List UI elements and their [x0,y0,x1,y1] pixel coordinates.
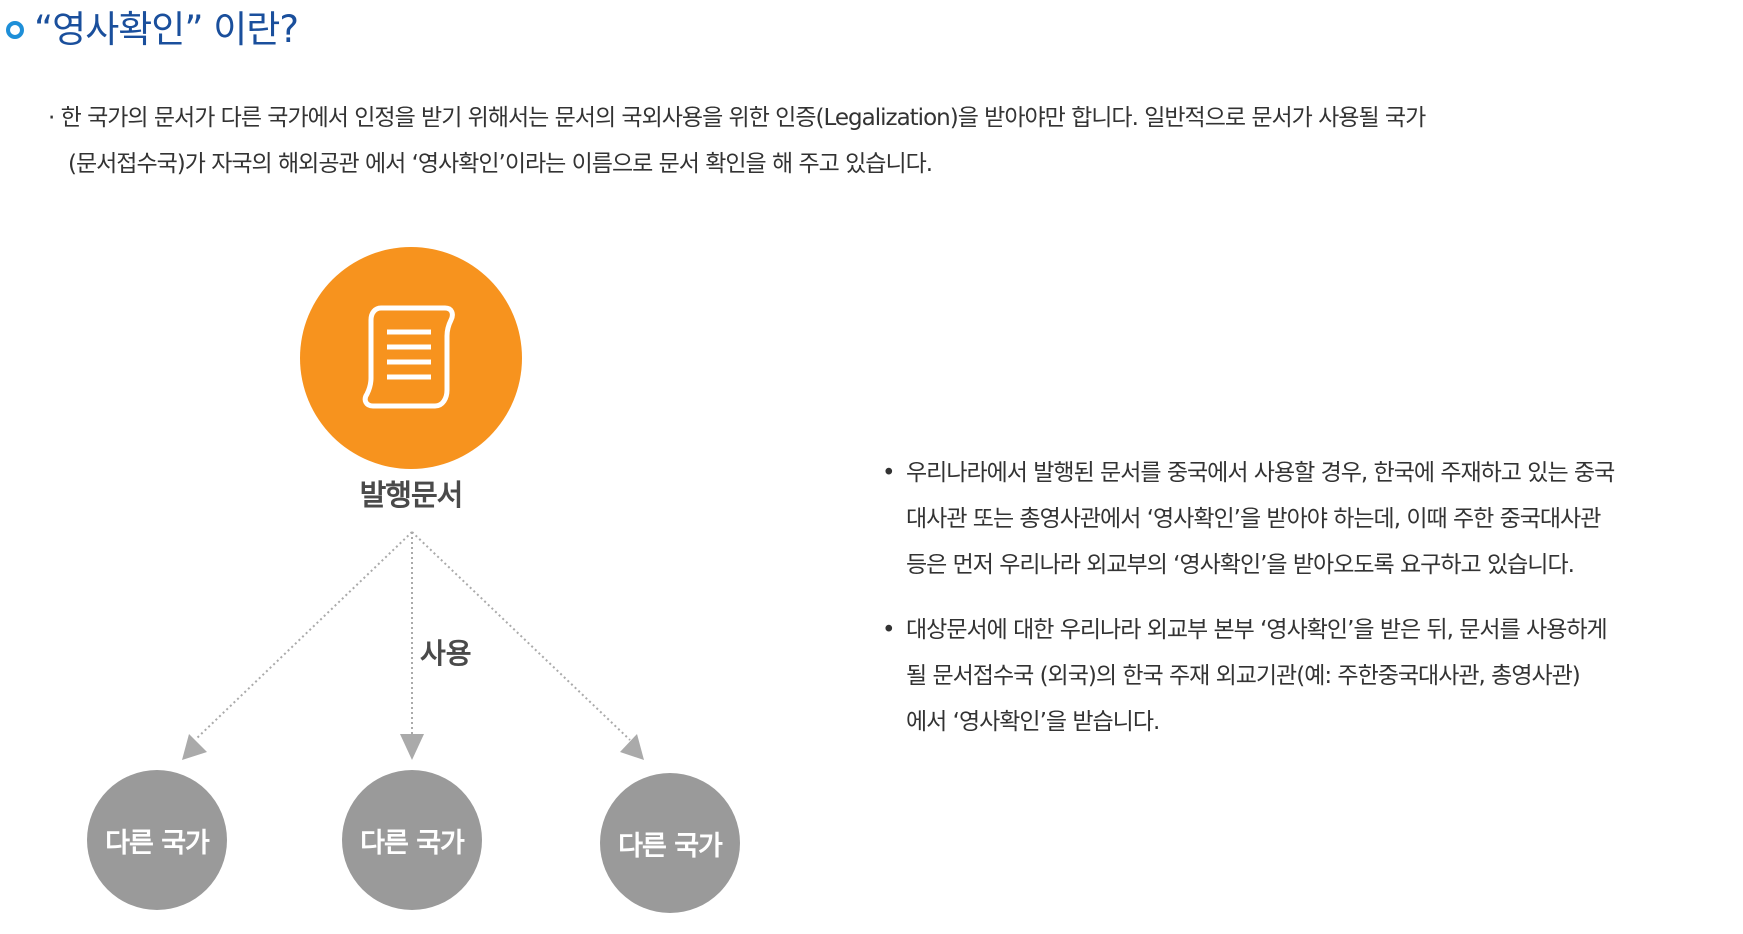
use-label: 사용 [420,637,472,670]
section-title: “영사확인” 이란? [34,8,299,51]
arrowhead-right-icon [620,734,644,760]
circle-bullet-icon [6,21,24,39]
arrowhead-left-icon [182,734,207,760]
arrow-right [411,531,631,741]
list-item-line: 대사관 또는 총영사관에서 ‘영사확인’을 받아야 하는데, 이때 주한 중국대… [906,506,1601,532]
list-item-line: 될 문서접수국 (외국)의 한국 주재 외교기관(예: 주한중국대사관, 총영사… [906,663,1581,689]
intro-line-2: (문서접수국)가 자국의 해외공관 에서 ‘영사확인’이라는 이름으로 문서 확… [68,151,933,177]
list-item-line: 등은 먼저 우리나라 외교부의 ‘영사확인’을 받아오도록 요구하고 있습니다. [906,552,1575,578]
list-bullet: • [882,617,896,643]
issued-document-label: 발행문서 [359,478,464,512]
intro-line-1: · 한 국가의 문서가 다른 국가에서 인정을 받기 위해서는 문서의 국외사용… [48,95,1708,141]
issued-document-circle [300,247,522,469]
other-country-circle: 다른 국가 [342,770,482,910]
list-item: • 우리나라에서 발행된 문서를 중국에서 사용할 경우, 한국에 주재하고 있… [880,450,1735,588]
section-header: “영사확인” 이란? [6,4,299,56]
arrowhead-center-icon [400,734,424,760]
list-item-line: 우리나라에서 발행된 문서를 중국에서 사용할 경우, 한국에 주재하고 있는 … [906,460,1615,486]
usage-arrows [182,531,644,760]
other-country-circle: 다른 국가 [87,770,227,910]
intro-bullet: · [48,105,55,131]
list-bullet: • [882,460,896,486]
list-item: • 대상문서에 대한 우리나라 외교부 본부 ‘영사확인’을 받은 뒤, 문서를… [880,607,1735,745]
arrow-left [196,531,413,739]
other-country-circle: 다른 국가 [600,773,740,913]
details-list: • 우리나라에서 발행된 문서를 중국에서 사용할 경우, 한국에 주재하고 있… [880,450,1735,764]
list-item-line: 대상문서에 대한 우리나라 외교부 본부 ‘영사확인’을 받은 뒤, 문서를 사… [906,617,1608,643]
document-scroll-icon [362,305,455,409]
intro-text-1: 한 국가의 문서가 다른 국가에서 인정을 받기 위해서는 문서의 국외사용을 … [60,105,1427,131]
list-item-line: 에서 ‘영사확인’을 받습니다. [906,709,1160,735]
legalization-diagram: 발행문서 사용 다른 국가 다른 국가 다른 국가 [87,247,740,913]
intro-paragraph: · 한 국가의 문서가 다른 국가에서 인정을 받기 위해서는 문서의 국외사용… [48,95,1708,187]
